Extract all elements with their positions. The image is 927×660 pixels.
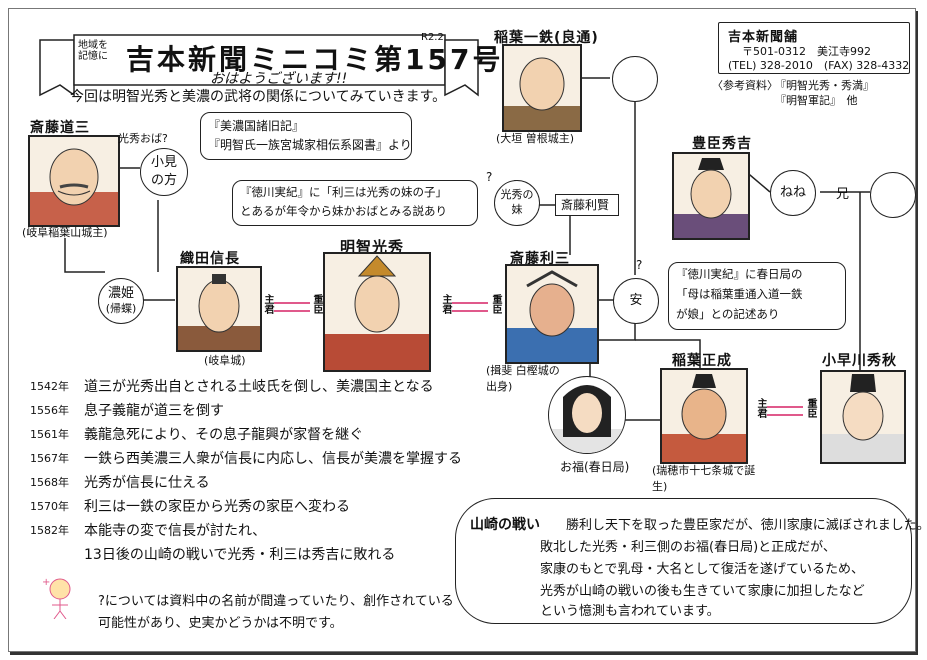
tashin-name: 斎藤利賢 — [561, 198, 610, 212]
greeting: おはようございます!! — [210, 71, 348, 87]
timeline-text: 13日後の山崎の戦いで光秀・利三は秀吉に敗れる — [84, 547, 396, 563]
yamazaki-label: 山崎の戦い — [470, 517, 540, 533]
nohime-name: 濃姫 — [107, 285, 134, 301]
nohime-alias: (帰蝶) — [105, 302, 137, 316]
publisher-box — [718, 22, 910, 74]
dosan-note: (岐阜稲葉山城主) — [22, 226, 108, 239]
reference-1: 『明智光秀・秀満』 — [775, 79, 874, 92]
note-box-2 — [232, 180, 478, 226]
mitsuhide-name: 明智光秀 — [340, 238, 405, 256]
lord-retainer-link-2 — [452, 302, 488, 312]
note2-line2: とあるが年令から妹かおばとみる説あり — [240, 204, 447, 218]
retainer-label-1: 重臣 — [311, 294, 322, 314]
hideyoshi-portrait — [672, 152, 750, 240]
note3-line1: 『徳川実紀』に春日局の — [676, 267, 803, 281]
yamazaki-box — [455, 498, 912, 624]
lord-retainer-link-1 — [274, 302, 310, 312]
oba-question: 光秀おば? — [118, 132, 168, 145]
timeline-year: 1556年 — [30, 404, 69, 417]
timeline-text: 息子義龍が道三を倒す — [84, 403, 224, 419]
note1-line1: 『美濃国諸旧記』 — [208, 119, 305, 133]
yasu-circle: 安 — [613, 278, 659, 324]
yamazaki-line: という憶測も言われています。 — [540, 604, 720, 619]
masanari-portrait — [660, 368, 748, 464]
note3-line2: 「母は稲葉重通入道一鉄 — [676, 287, 803, 301]
timeline-year: 1561年 — [30, 428, 69, 441]
hideyoshi-name: 豊臣秀吉 — [692, 136, 752, 152]
timeline-text: 本能寺の変で信長が討たれ、 — [84, 523, 267, 539]
note-box-3 — [668, 262, 846, 330]
toshimitsu-portrait — [505, 264, 599, 364]
nene-circle: ねね — [770, 170, 816, 216]
note2-line1: 『徳川実紀』に「利三は光秀の妹の子」 — [240, 185, 447, 199]
lord-retainer-link-3 — [767, 406, 803, 416]
timeline-text: 利三は一鉄の家臣から光秀の家臣へ変わる — [84, 499, 350, 515]
timeline-text: 光秀が信長に仕える — [84, 475, 210, 491]
yamazaki-line: 敗北した光秀・利三側のお福(春日局)と正成だが、 — [540, 540, 836, 555]
references-label: 〈参考資料〉 — [712, 79, 778, 92]
footnote-line1: ?については資料中の名前が間違っていたり、創作されている — [98, 594, 454, 609]
page-border — [8, 8, 916, 652]
lord-label-3: 主君 — [755, 398, 766, 418]
retainer-label-3: 重臣 — [805, 398, 816, 418]
footnote-line2: 可能性があり、史実かどうかは不明です。 — [98, 616, 343, 631]
lord-label-1: 主君 — [262, 294, 273, 314]
ittetsu-name: 稲葉一鉄(良通) — [494, 30, 599, 46]
ofuku-name: お福(春日局) — [560, 460, 630, 474]
publisher-address: 〒501-0312 美江寺992 — [742, 45, 871, 58]
issue-date: R2.2 — [421, 32, 444, 43]
svg-text:+: + — [42, 577, 50, 588]
dosan-name: 斎藤道三 — [30, 120, 90, 136]
note3-line3: が娘」との記述あり — [676, 307, 780, 321]
timeline-year: 1568年 — [30, 476, 69, 489]
timeline-year: 1582年 — [30, 524, 69, 537]
lord-label-2: 主君 — [440, 294, 451, 314]
timeline-year: 1542年 — [30, 380, 69, 393]
nobunaga-portrait — [176, 266, 262, 352]
ittetsu-portrait — [502, 44, 582, 132]
yamazaki-line: 光秀が山崎の戦いの後も生きていて家康に加担したなど — [540, 584, 865, 599]
masanari-note: (瑞穂市十七条城で誕生) — [652, 464, 756, 493]
page-title: 吉本新聞ミニコミ第157号 — [126, 43, 504, 76]
tashin-box — [555, 194, 619, 216]
nobunaga-name: 織田信長 — [180, 251, 240, 267]
brother-circle — [870, 172, 916, 218]
yamazaki-line: 家康のもとで乳母・大名として復活を遂げているため、 — [540, 562, 864, 577]
publisher-contact: (TEL) 328-2010 (FAX) 328-4332 — [728, 59, 910, 72]
toshimitsu-note: (揖斐 白樫城の出身) — [486, 364, 560, 393]
reference-2: 『明智軍記』 他 — [775, 94, 858, 107]
mitsuhide-portrait — [323, 252, 431, 372]
ittetsu-wife-circle — [612, 56, 658, 102]
timeline-text: 一鉄ら西美濃三人衆が信長に内応し、信長が美濃を掌握する — [84, 451, 462, 467]
timeline-year: 1570年 — [30, 500, 69, 513]
nohime-circle: 濃姫 (帰蝶) — [98, 278, 144, 324]
ofuku-portrait — [548, 376, 626, 454]
sister-question: ? — [486, 170, 493, 184]
timeline-year: 1567年 — [30, 452, 69, 465]
hideaki-name: 小早川秀秋 — [822, 353, 897, 369]
masanari-name: 稲葉正成 — [672, 353, 732, 369]
ittetsu-note: (大垣 曽根城主) — [496, 132, 575, 145]
intro-text: 今回は明智光秀と美濃の武将の関係についてみていきます。 — [70, 89, 447, 105]
toshimitsu-name: 斎藤利三 — [510, 251, 570, 267]
koken-circle: 小見 の方 — [140, 148, 188, 196]
header-badge: 地域を 記憶に — [78, 40, 108, 62]
hideaki-portrait — [820, 370, 906, 464]
yasu-question: ? — [636, 258, 643, 272]
retainer-label-2: 重臣 — [490, 294, 501, 314]
sister-circle: 光秀の 妹 — [494, 180, 540, 226]
nobunaga-note: (岐阜城) — [204, 354, 246, 367]
note1-line2: 『明智氏一族宮城家相伝系図書』より — [208, 138, 412, 152]
mascot-icon: + — [40, 575, 76, 620]
dosan-portrait — [28, 135, 120, 227]
timeline-text: 道三が光秀出自とされる土岐氏を倒し、美濃国主となる — [84, 379, 434, 395]
brother-label: 兄 — [836, 187, 850, 202]
timeline-text: 義龍急死により、その息子龍興が家督を継ぐ — [84, 427, 364, 443]
publisher-name: 吉本新聞舗 — [728, 30, 799, 45]
note-box-1 — [200, 112, 412, 160]
yamazaki-line: 勝利し天下を取った豊臣家だが、徳川家康に滅ぼされました。 — [566, 518, 927, 533]
